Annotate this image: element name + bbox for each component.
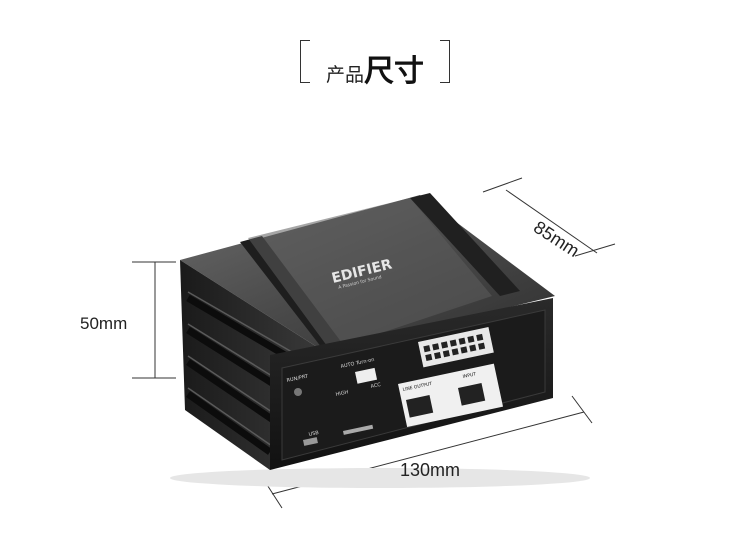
title-bracket-right-bottom bbox=[440, 62, 450, 83]
drop-shadow bbox=[170, 468, 590, 488]
auto-switch bbox=[354, 367, 378, 384]
title-text: 产品尺寸 bbox=[314, 46, 436, 90]
input-label: INPUT bbox=[462, 371, 477, 380]
input-connector bbox=[458, 383, 486, 406]
top-center-plate bbox=[248, 198, 492, 350]
switch-high-label: HIGH bbox=[335, 389, 349, 398]
sd-card-slot bbox=[343, 424, 374, 435]
heatsink-highlights bbox=[187, 291, 293, 447]
title-bracket-right-top bbox=[440, 40, 450, 63]
switch-acc-label: ACC bbox=[370, 382, 382, 390]
run-label: RUN/PRT bbox=[286, 373, 309, 384]
usb-label: USB bbox=[308, 430, 320, 438]
page-title: 产品尺寸 bbox=[300, 38, 450, 89]
top-groove-right bbox=[410, 193, 520, 296]
line-output-connector bbox=[405, 395, 434, 418]
run-indicator-led bbox=[294, 388, 302, 396]
width-dimension-label: 130mm bbox=[400, 460, 461, 480]
height-dimension-label: 50mm bbox=[80, 314, 128, 333]
usb-port bbox=[303, 437, 318, 446]
title-bracket-left-top bbox=[300, 40, 310, 63]
title-bracket-left-bottom bbox=[300, 62, 310, 83]
heatsink-fins bbox=[185, 294, 292, 455]
height-dimension-line bbox=[132, 261, 176, 379]
depth-dimension-line bbox=[482, 177, 616, 257]
title-main: 尺寸 bbox=[364, 54, 424, 89]
title-prefix: 产品 bbox=[325, 64, 364, 86]
panel-controls: RUN/PRT AUTO Turn-on HIGH ACC USB GND 12… bbox=[286, 327, 504, 446]
